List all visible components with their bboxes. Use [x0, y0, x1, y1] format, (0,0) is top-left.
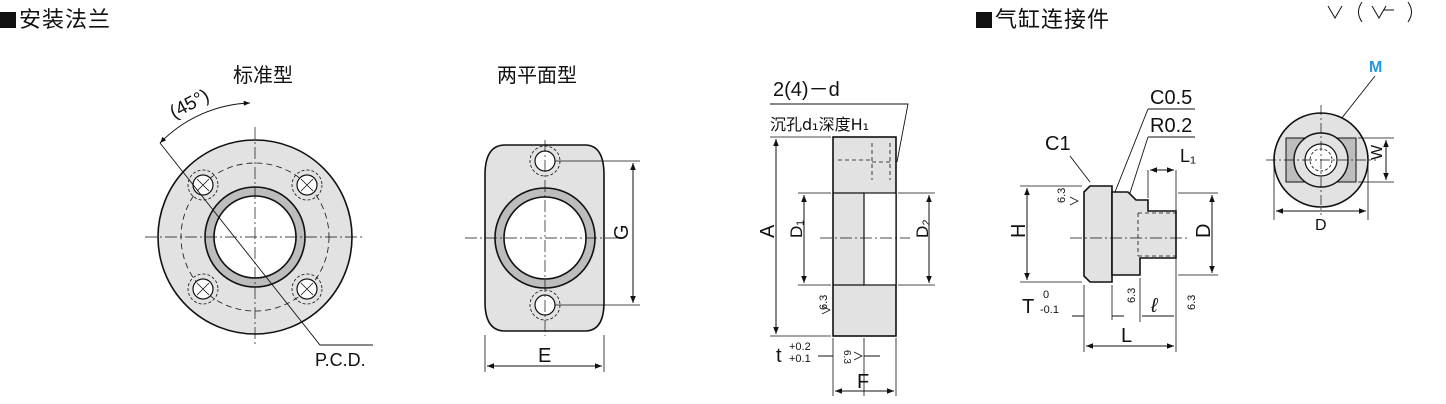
roughness-label: 6.3 — [818, 295, 830, 310]
ell-label: ℓ — [1150, 295, 1159, 317]
f-label: F — [857, 371, 869, 393]
t-label: t — [776, 345, 782, 367]
cylinder-connector-heading: 气缸连接件 — [976, 2, 1110, 34]
pcd-label: P.C.D. — [315, 350, 366, 370]
t-tolerance-upper: +0.2 — [789, 341, 811, 353]
d2-label: D₂ — [913, 219, 932, 238]
r02-callout: R0.2 — [1150, 115, 1192, 137]
end-d-label: D — [1315, 217, 1327, 234]
square-bullet-icon — [0, 12, 16, 28]
center-lines — [145, 127, 365, 347]
end-center-lines — [1266, 105, 1376, 215]
connector-extension-lines — [1020, 170, 1218, 352]
t-tolerance-lower: +0.1 — [789, 353, 811, 365]
roughness-label: 6.3 — [1056, 188, 1068, 203]
two-flat-flange-view: 两平面型 G E — [465, 63, 640, 372]
angle-arc — [159, 100, 251, 144]
angle-label: (45°) — [166, 85, 212, 123]
connector-head — [1083, 185, 1113, 283]
t-label: T — [1022, 296, 1034, 318]
roughness-symbol-icon — [1069, 196, 1079, 206]
bore-step-lines — [833, 192, 864, 286]
l1-label: L₁ — [1180, 146, 1196, 166]
connector-leaders — [1069, 108, 1195, 194]
roughness-label: 6.3 — [841, 350, 852, 364]
w-label: W — [1369, 144, 1386, 160]
connector-end-view: M W D — [1266, 59, 1394, 234]
holes-leader — [770, 103, 909, 163]
e-label: E — [538, 345, 551, 367]
c1-callout: C1 — [1045, 133, 1071, 155]
two-flat-center-lines — [465, 140, 625, 336]
roughness-symbol-icon — [853, 351, 863, 361]
section-view: 2(4)－d 沉孔d₁深度H₁ A D₁ D₂ t +0.2 +0.1 F 6.… — [757, 79, 935, 396]
pcd-leader — [159, 142, 373, 346]
a-label: A — [757, 224, 779, 238]
connector-side-view: C0.5 R0.2 C1 L₁ H D T 0 -0.1 ℓ L 6.3 6.3… — [1008, 87, 1218, 352]
l-label: L — [1121, 325, 1132, 347]
roughness-label: 6.3 — [1186, 295, 1198, 310]
bore-cutaway — [863, 192, 897, 286]
square-bullet-icon — [976, 12, 992, 28]
roughness-legend-icon — [1327, 1, 1412, 23]
roughness-label: 6.3 — [1126, 288, 1138, 303]
m-label: M — [1369, 59, 1382, 76]
c05-callout: C0.5 — [1150, 87, 1192, 109]
d1-label: D₁ — [787, 220, 806, 238]
bolt-hole — [291, 169, 323, 201]
mounting-flange-heading-text: 安装法兰 — [19, 8, 112, 33]
roughness-symbol-icon — [821, 305, 831, 315]
counterbore-callout: 沉孔d₁深度H₁ — [770, 115, 869, 134]
h-label: H — [1008, 224, 1030, 238]
two-flat-type-label: 两平面型 — [497, 63, 577, 87]
cylinder-connector-heading-text: 气缸连接件 — [995, 8, 1111, 33]
connector-shank — [1111, 191, 1177, 276]
t-tolerance-lower: -0.1 — [1040, 304, 1059, 316]
g-label: G — [611, 224, 633, 240]
end-extension-lines — [1273, 137, 1394, 220]
d-label: D — [1193, 224, 1215, 238]
bolt-hole — [187, 273, 219, 305]
section-extension-lines — [770, 136, 935, 396]
standard-flange-view: 标准型 (45°) P.C.D. — [145, 63, 373, 370]
two-flat-extension-lines — [484, 160, 640, 372]
t-tolerance-upper: 0 — [1043, 289, 1049, 301]
mounting-flange-heading: 安装法兰 — [0, 2, 111, 34]
holes-callout: 2(4)－d — [773, 79, 840, 101]
standard-type-label: 标准型 — [233, 63, 293, 87]
connector-hidden-lines — [1137, 212, 1176, 257]
bolt-hole — [291, 273, 323, 305]
